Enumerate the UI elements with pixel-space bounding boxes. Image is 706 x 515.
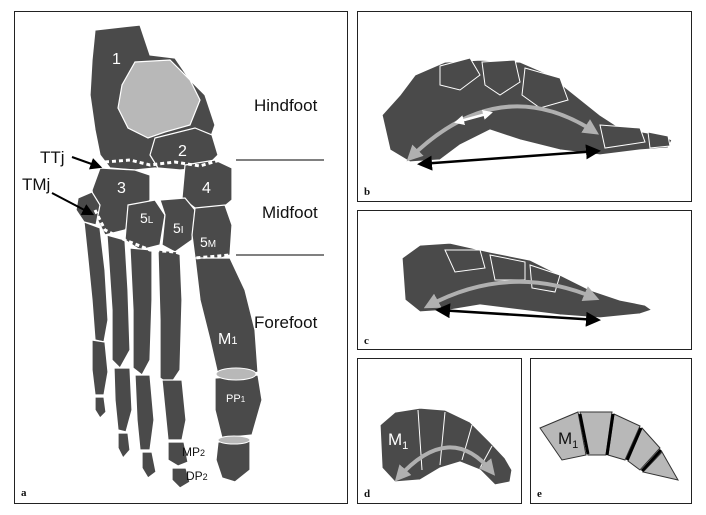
joint-label-ttj: TTj xyxy=(40,148,65,167)
segmented-arch-e xyxy=(539,411,679,481)
arrow-tmj xyxy=(51,192,95,216)
panel-label-b: b xyxy=(364,186,371,198)
panel-label-a: a xyxy=(21,487,27,499)
bone-label-4: 4 xyxy=(202,180,211,197)
bone-label-pp1: PP1 xyxy=(226,393,246,405)
joint-arrow-b xyxy=(454,110,493,125)
panel-label-c: c xyxy=(364,335,369,347)
arch-arrow-d xyxy=(394,445,496,482)
bone-label-5i: 5I xyxy=(173,220,184,236)
arch-arrow-c xyxy=(423,279,600,309)
panel-label-e: e xyxy=(537,488,542,500)
bone-label-1: 1 xyxy=(112,51,121,68)
region-label-forefoot: Forefoot xyxy=(254,313,318,332)
arch-arrow-b xyxy=(406,104,600,162)
bone-label-2: 2 xyxy=(178,143,187,160)
bone-label-5l: 5L xyxy=(140,210,154,226)
bone-label-m1-d: M1 xyxy=(388,430,408,452)
foot-skeleton-dorsal xyxy=(75,24,263,489)
bone-label-mp2: MP2 xyxy=(182,445,205,459)
bone-label-dp2: DP2 xyxy=(186,469,208,483)
length-arrow-b xyxy=(417,144,601,171)
bone-label-m1: M1 xyxy=(218,331,237,348)
joint-label-tmj: TMj xyxy=(22,175,50,194)
panel-label-d: d xyxy=(364,488,371,500)
bone-label-5m: 5M xyxy=(200,234,216,250)
length-arrow-c xyxy=(435,303,601,327)
region-label-hindfoot: Hindfoot xyxy=(254,96,318,115)
region-label-midfoot: Midfoot xyxy=(262,203,318,222)
bone-label-3: 3 xyxy=(117,180,126,197)
bone-label-m1-e: M1 xyxy=(558,429,578,451)
arrow-ttj xyxy=(71,156,103,170)
